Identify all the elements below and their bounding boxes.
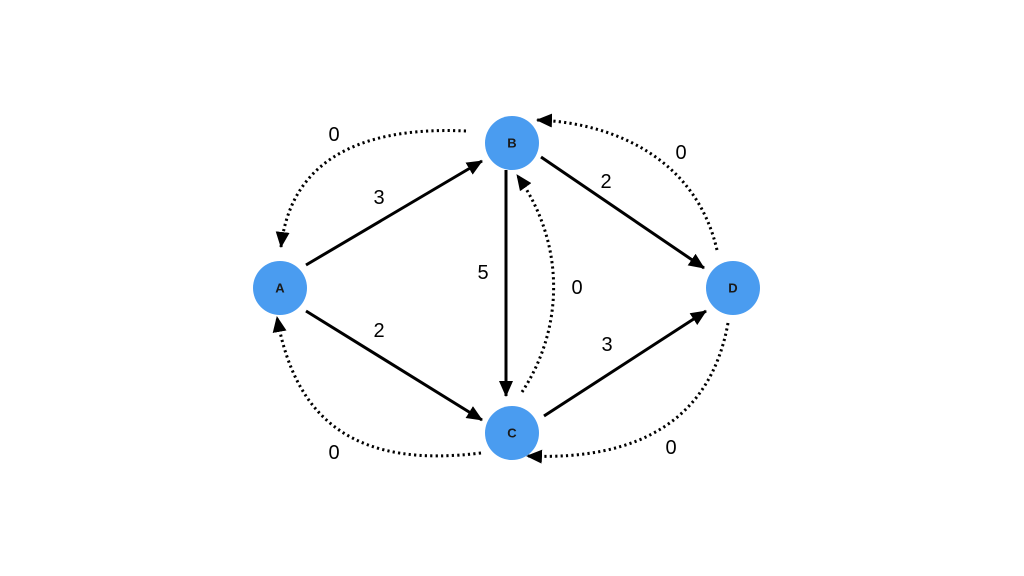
node-a: A [253, 261, 307, 315]
node-c-label: C [507, 426, 517, 441]
edge-b-to-a-residual [275, 129, 467, 248]
edge-d-to-b-residual [536, 113, 719, 251]
weight-label-c-d: 3 [601, 334, 612, 356]
weight-label-c-b: 0 [571, 277, 582, 299]
edge-b-to-d [540, 155, 705, 270]
edge-a-to-b [305, 159, 483, 267]
weight-label-b-d: 2 [600, 171, 611, 193]
node-b-label: B [507, 136, 516, 151]
node-c: C [485, 406, 539, 460]
weight-label-a-b: 3 [373, 187, 384, 209]
node-d: D [706, 261, 760, 315]
node-d-label: D [728, 281, 737, 296]
weight-label-b-a: 0 [328, 124, 339, 146]
weight-label-b-c: 5 [477, 262, 488, 284]
node-b: B [485, 116, 539, 170]
node-a-label: A [275, 281, 285, 296]
edge-c-to-a-residual [272, 316, 482, 458]
edge-c-to-b-residual [515, 174, 556, 393]
edge-a-to-c [305, 309, 483, 422]
weight-label-d-b: 0 [675, 142, 686, 164]
weight-label-c-a: 0 [328, 442, 339, 464]
edge-d-to-c-residual [526, 322, 730, 464]
weight-label-d-c: 0 [665, 437, 676, 459]
weight-label-a-c: 2 [373, 320, 384, 342]
edge-c-to-d [543, 309, 707, 418]
